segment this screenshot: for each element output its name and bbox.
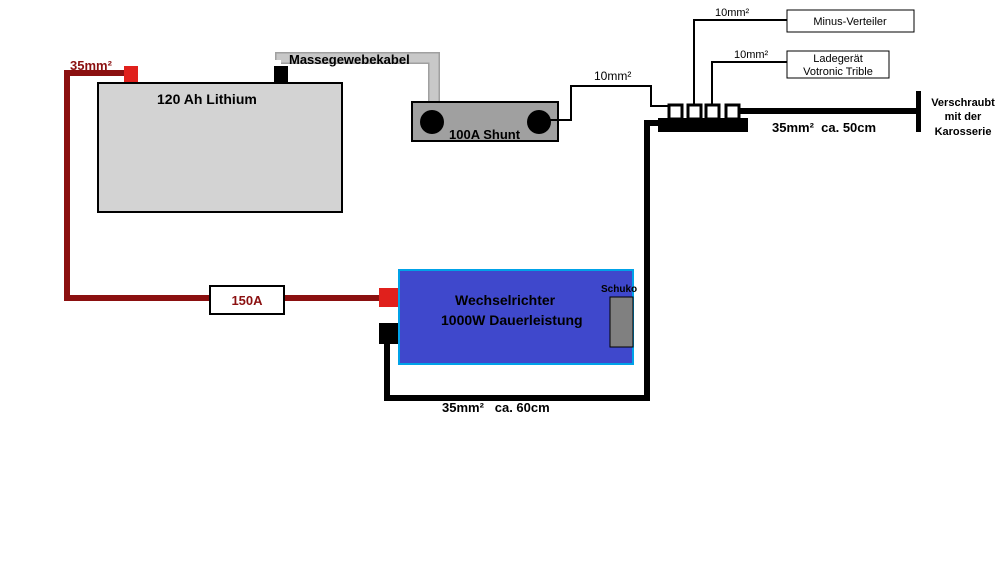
minus-distributor-label: Minus-Verteiler [813, 16, 887, 28]
ground-braid-cable-inner [276, 53, 439, 117]
distributor-terminal-3 [704, 103, 721, 121]
body-mount-plate [916, 91, 921, 132]
battery-negative-terminal [274, 66, 288, 82]
inverter-negative-cable [384, 120, 664, 401]
shunt-bolt-right [527, 110, 551, 134]
inverter-negative-terminal [379, 323, 398, 344]
inverter-title: Wechselrichter [455, 292, 556, 308]
schuko-label: Schuko [601, 284, 637, 295]
positive-cable [64, 70, 384, 301]
charger-cable [711, 61, 787, 106]
charger-line2: Votronic Trible [803, 66, 873, 78]
inverter [398, 269, 634, 365]
body-cable-label: 35mm² ca. 50cm [772, 120, 876, 135]
distributor-terminal-2 [686, 103, 703, 121]
battery-positive-terminal [124, 66, 138, 82]
shunt-cable-label: 10mm² [594, 69, 631, 83]
distributor-cable [693, 19, 787, 106]
fuse-label: 150A [231, 293, 263, 308]
minus-distributor-box [786, 9, 915, 33]
shunt-bolt-left [420, 110, 444, 134]
body-mount-line3: Karosserie [935, 126, 992, 138]
positive-cable-label: 35mm² [70, 58, 113, 73]
distributor-terminal-4 [724, 103, 741, 121]
inverter-positive-terminal [379, 288, 398, 307]
distributor-bar [658, 118, 748, 132]
body-mount-line2: mit der [945, 111, 982, 123]
shunt-label: 100A Shunt [449, 127, 521, 142]
distributor-cable-label: 10mm² [715, 7, 750, 19]
schuko-socket [609, 296, 634, 348]
shunt-cable [545, 85, 674, 121]
charger-line1: Ladegerät [813, 53, 863, 65]
battery [97, 82, 343, 213]
distributor-terminal-1 [667, 103, 684, 121]
inverter-subtitle: 1000W Dauerleistung [441, 312, 583, 328]
body-mount-line1: Verschraubt [931, 97, 995, 109]
fuse [209, 285, 285, 315]
ground-braid-label: Massegewebekabel [289, 52, 410, 67]
inverter-negative-cable-label: 35mm² ca. 60cm [442, 400, 550, 415]
charger-cable-label: 10mm² [734, 49, 769, 61]
charger-box [786, 50, 890, 79]
battery-label: 120 Ah Lithium [157, 91, 257, 107]
